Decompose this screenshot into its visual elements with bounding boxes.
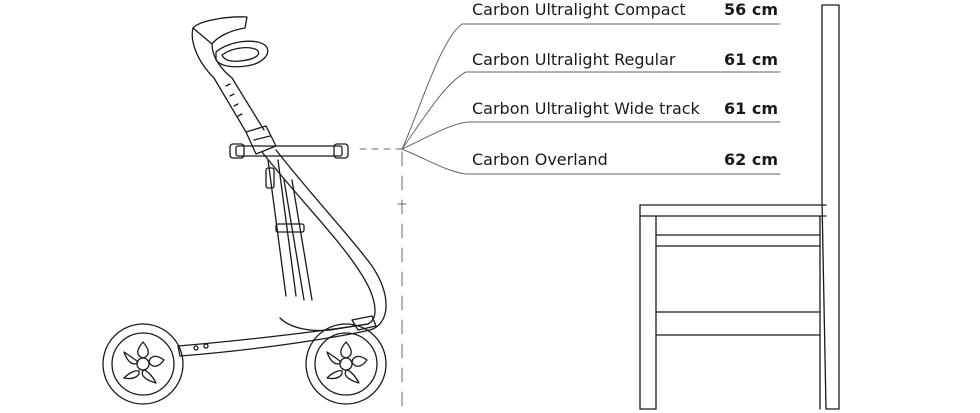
model-name: Carbon Ultralight Wide track <box>472 99 700 118</box>
model-seat-height: 56 cm <box>724 0 778 19</box>
model-name: Carbon Ultralight Compact <box>472 0 686 19</box>
model-name: Carbon Ultralight Regular <box>472 50 676 69</box>
model-seat-height: 61 cm <box>724 50 778 69</box>
chair-illustration <box>639 4 840 410</box>
model-name: Carbon Overland <box>472 150 608 169</box>
model-seat-height: 62 cm <box>724 150 778 169</box>
rollator-illustration <box>102 16 387 405</box>
model-seat-height: 61 cm <box>724 99 778 118</box>
seat-height-guides <box>359 23 781 411</box>
